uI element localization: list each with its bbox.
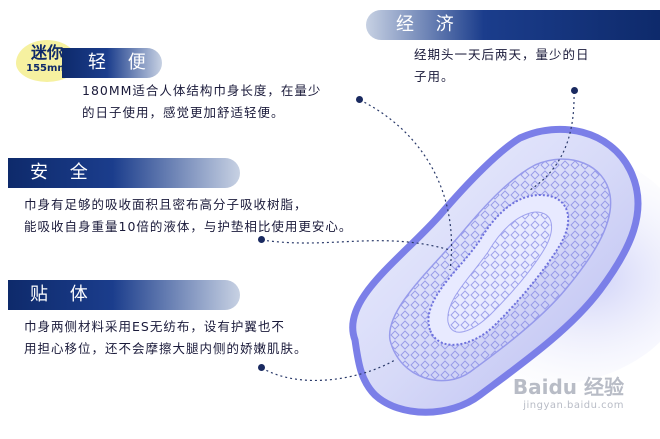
text-fit: 巾身两侧材料采用ES无纺布，设有护翼也不 用担心移位，还不会摩擦大腿内侧的娇嫩肌… <box>24 316 308 360</box>
text-line: 巾身有足够的吸收面积且密布高分子吸收树脂， <box>24 197 308 212</box>
text-line: 用担心移位，还不会摩擦大腿内侧的娇嫩肌肤。 <box>24 341 308 356</box>
connector-dot <box>258 364 265 371</box>
text-light: 180MM适合人体结构巾身长度，在量少 的日子使用，感觉更加舒适轻便。 <box>82 80 321 124</box>
text-line: 经期头一天后两天，量少的日 <box>414 47 590 62</box>
badge-size: 155mm <box>26 63 68 74</box>
text-line: 巾身两侧材料采用ES无纺布，设有护翼也不 <box>24 319 285 334</box>
connector-economy <box>529 91 575 191</box>
text-safe: 巾身有足够的吸收面积且密布高分子吸收树脂， 能吸收自身重量10倍的液体，与护垫相… <box>24 194 352 238</box>
heading-fit: 贴 体 <box>8 280 240 310</box>
heading-light: 轻 便 <box>62 48 162 78</box>
heading-safe: 安 全 <box>8 158 240 188</box>
text-line: 子用。 <box>414 69 455 84</box>
text-economy: 经期头一天后两天，量少的日 子用。 <box>414 44 590 88</box>
badge-title: 迷你 <box>30 43 63 62</box>
text-line: 的日子使用，感觉更加舒适轻便。 <box>82 105 285 120</box>
connector-dot <box>356 96 363 103</box>
heading-economy: 经 济 <box>366 10 660 40</box>
watermark-url: jingyan.baidu.com <box>523 400 624 411</box>
connector-fit <box>261 359 396 382</box>
connector-dot <box>258 236 265 243</box>
text-line: 能吸收自身重量10倍的液体，与护垫相比使用更安心。 <box>24 219 353 234</box>
watermark-logo: Baidu 经验 <box>512 375 624 399</box>
text-line: 180MM适合人体结构巾身长度，在量少 <box>82 83 322 98</box>
connector-dot <box>571 87 578 94</box>
watermark: Baidu 经验 jingyan.baidu.com <box>513 371 624 411</box>
pad-channel-core <box>447 211 553 333</box>
